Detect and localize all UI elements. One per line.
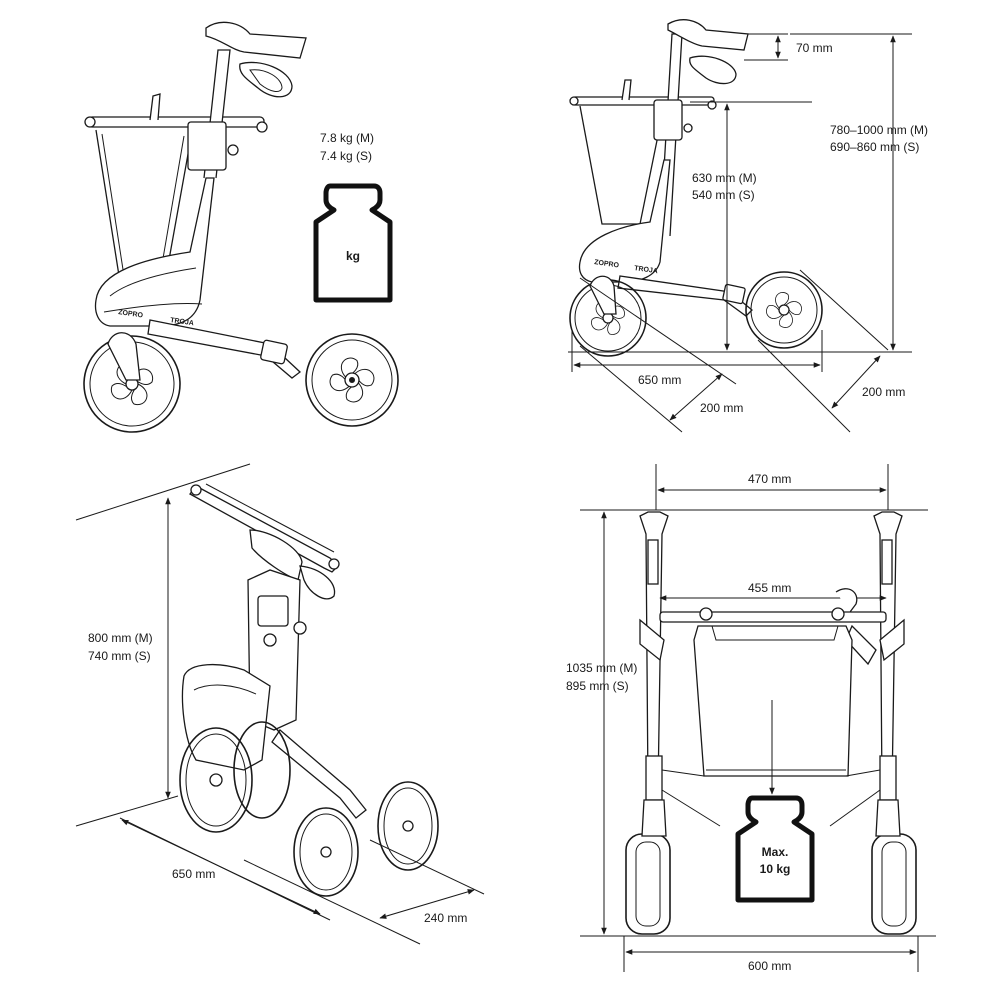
- handle-width-label: 470 mm: [748, 472, 791, 486]
- weight-m-label: 7.8 kg (M): [320, 131, 374, 145]
- brand-logo: ZOPRO: [118, 309, 144, 319]
- handle-height-m-label: 780–1000 mm (M): [830, 123, 928, 137]
- weight-icon-label: kg: [346, 249, 360, 263]
- front-wheel: [305, 333, 399, 427]
- folded-height-s-label: 740 mm (S): [88, 649, 151, 663]
- rear-wheel: [83, 332, 181, 433]
- side-dimension-panel: ZOPRO TROJA 70 mm 78: [568, 19, 928, 433]
- front-left-wheel: [625, 799, 671, 935]
- frame-body: [94, 177, 215, 327]
- side-view-panel: ZOPRO TROJA: [83, 21, 399, 433]
- front-basket: [693, 625, 853, 777]
- rear-wheel-label: 200 mm: [700, 401, 743, 415]
- front-view-panel: 470 mm 455 mm 1035 mm (M) 895 mm (S): [566, 464, 936, 973]
- max-load-line2: 10 kg: [760, 862, 791, 876]
- front-wheel-label: 200 mm: [862, 385, 905, 399]
- max-load-weight-icon: [735, 795, 815, 903]
- front-height-s-label: 895 mm (S): [566, 679, 629, 693]
- weight-icon: [313, 183, 393, 303]
- seat-height-s-label: 540 mm (S): [692, 188, 755, 202]
- front-height-m-label: 1035 mm (M): [566, 661, 637, 675]
- seat-height-m-label: 630 mm (M): [692, 171, 757, 185]
- length-label: 650 mm: [638, 373, 681, 387]
- handle-height-s-label: 690–860 mm (S): [830, 140, 919, 154]
- inner-width-label: 455 mm: [748, 581, 791, 595]
- front-right-wheel: [871, 799, 917, 935]
- crossbar: [87, 116, 265, 128]
- max-load-line1: Max.: [762, 845, 789, 859]
- brand-name-2: TROJA: [634, 265, 658, 275]
- brake-handle: [239, 61, 293, 98]
- fold-mechanism: [187, 121, 227, 171]
- folded-width-label: 240 mm: [424, 911, 467, 925]
- handle-grip: [205, 21, 307, 59]
- svg-text:ZOPRO: ZOPRO: [594, 259, 620, 269]
- folded-length-label: 650 mm: [172, 867, 215, 881]
- weight-s-label: 7.4 kg (S): [320, 149, 372, 163]
- brand-name: TROJA: [170, 317, 194, 327]
- total-width-label: 600 mm: [748, 959, 791, 973]
- handle-offset-label: 70 mm: [796, 41, 833, 55]
- folded-height-m-label: 800 mm (M): [88, 631, 153, 645]
- folded-view-panel: 800 mm (M) 740 mm (S): [75, 463, 485, 945]
